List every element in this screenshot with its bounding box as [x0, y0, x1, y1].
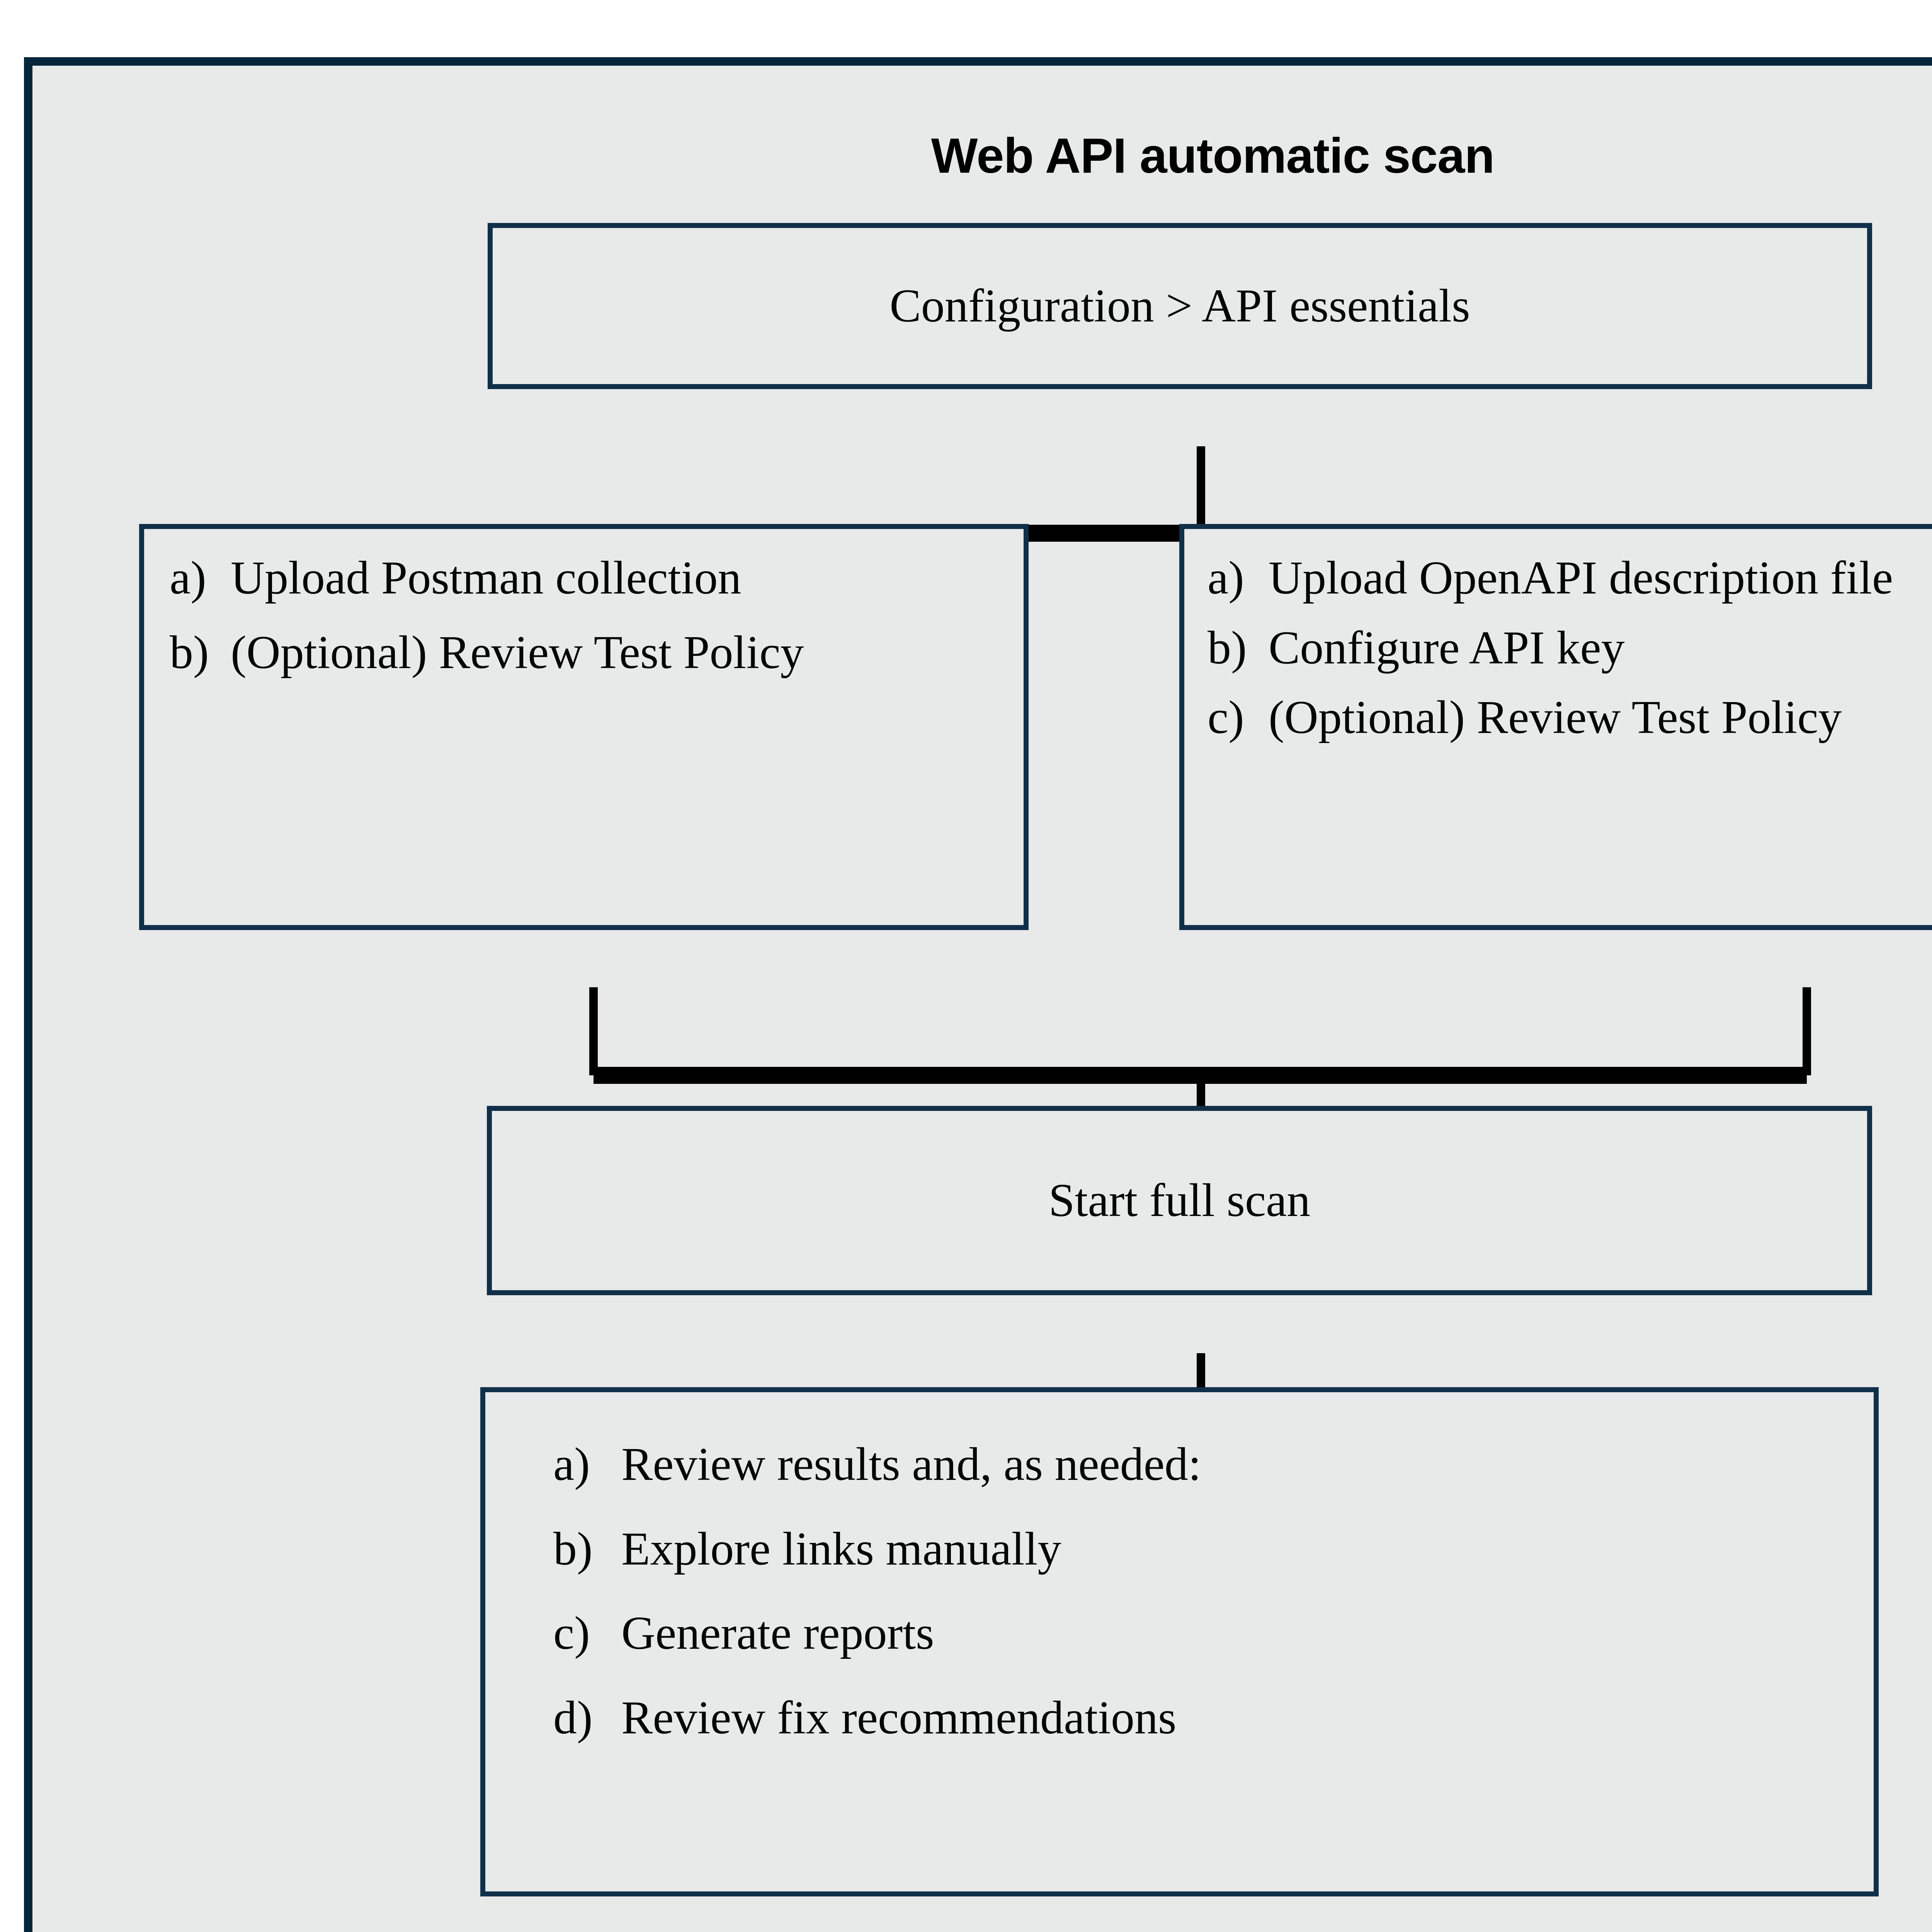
- list-marker: c): [553, 1607, 590, 1660]
- openapi-step-list: a) Upload OpenAPI description file b) Co…: [1184, 529, 1932, 748]
- list-item-text: Review fix recommendations: [621, 1691, 1177, 1744]
- node-openapi-branch[interactable]: a) Upload OpenAPI description file b) Co…: [1179, 524, 1932, 930]
- list-item-text: Explore links manually: [621, 1522, 1061, 1575]
- list-item: b) Explore links manually: [553, 1519, 1932, 1580]
- node-review-results[interactable]: a) Review results and, as needed: b) Exp…: [480, 1387, 1879, 1896]
- list-item: b) Configure API key: [1208, 617, 1932, 679]
- diagram-title: Web API automatic scan: [931, 128, 1495, 184]
- node-configuration-api-essentials[interactable]: Configuration > API essentials: [488, 223, 1872, 389]
- results-step-list: a) Review results and, as needed: b) Exp…: [485, 1392, 1932, 1748]
- list-marker: d): [553, 1691, 593, 1744]
- list-item: a) Upload Postman collection: [170, 548, 1049, 609]
- list-item-text: (Optional) Review Test Policy: [231, 626, 804, 679]
- list-marker: a): [553, 1438, 590, 1490]
- list-item: c) (Optional) Review Test Policy: [1208, 687, 1932, 748]
- list-item: a) Review results and, as needed:: [553, 1434, 1932, 1495]
- list-marker: a): [170, 552, 206, 604]
- list-item: b) (Optional) Review Test Policy: [170, 622, 1049, 684]
- list-marker: c): [1208, 691, 1244, 744]
- list-marker: a): [1208, 552, 1244, 604]
- node-configuration-label: Configuration > API essentials: [889, 279, 1470, 332]
- list-item: a) Upload OpenAPI description file: [1208, 548, 1932, 609]
- list-item-text: Configure API key: [1269, 621, 1625, 674]
- node-start-full-scan[interactable]: Start full scan: [487, 1106, 1872, 1295]
- node-start-full-scan-label: Start full scan: [1048, 1174, 1311, 1226]
- list-item-text: (Optional) Review Test Policy: [1269, 691, 1842, 744]
- list-item-text: Review results and, as needed:: [621, 1438, 1201, 1490]
- diagram-frame: Web API automatic scan Configuratio: [24, 57, 1932, 1932]
- list-item-text: Upload Postman collection: [231, 552, 742, 604]
- list-marker: b): [170, 626, 209, 679]
- node-postman-branch[interactable]: a) Upload Postman collection b) (Optiona…: [139, 524, 1029, 930]
- list-marker: b): [553, 1522, 593, 1575]
- postman-step-list: a) Upload Postman collection b) (Optiona…: [144, 529, 1049, 683]
- list-marker: b): [1208, 621, 1247, 674]
- list-item-text: Upload OpenAPI description file: [1269, 552, 1893, 604]
- list-item-text: Generate reports: [621, 1607, 934, 1660]
- list-item: c) Generate reports: [553, 1603, 1932, 1664]
- list-item: d) Review fix recommendations: [553, 1687, 1932, 1749]
